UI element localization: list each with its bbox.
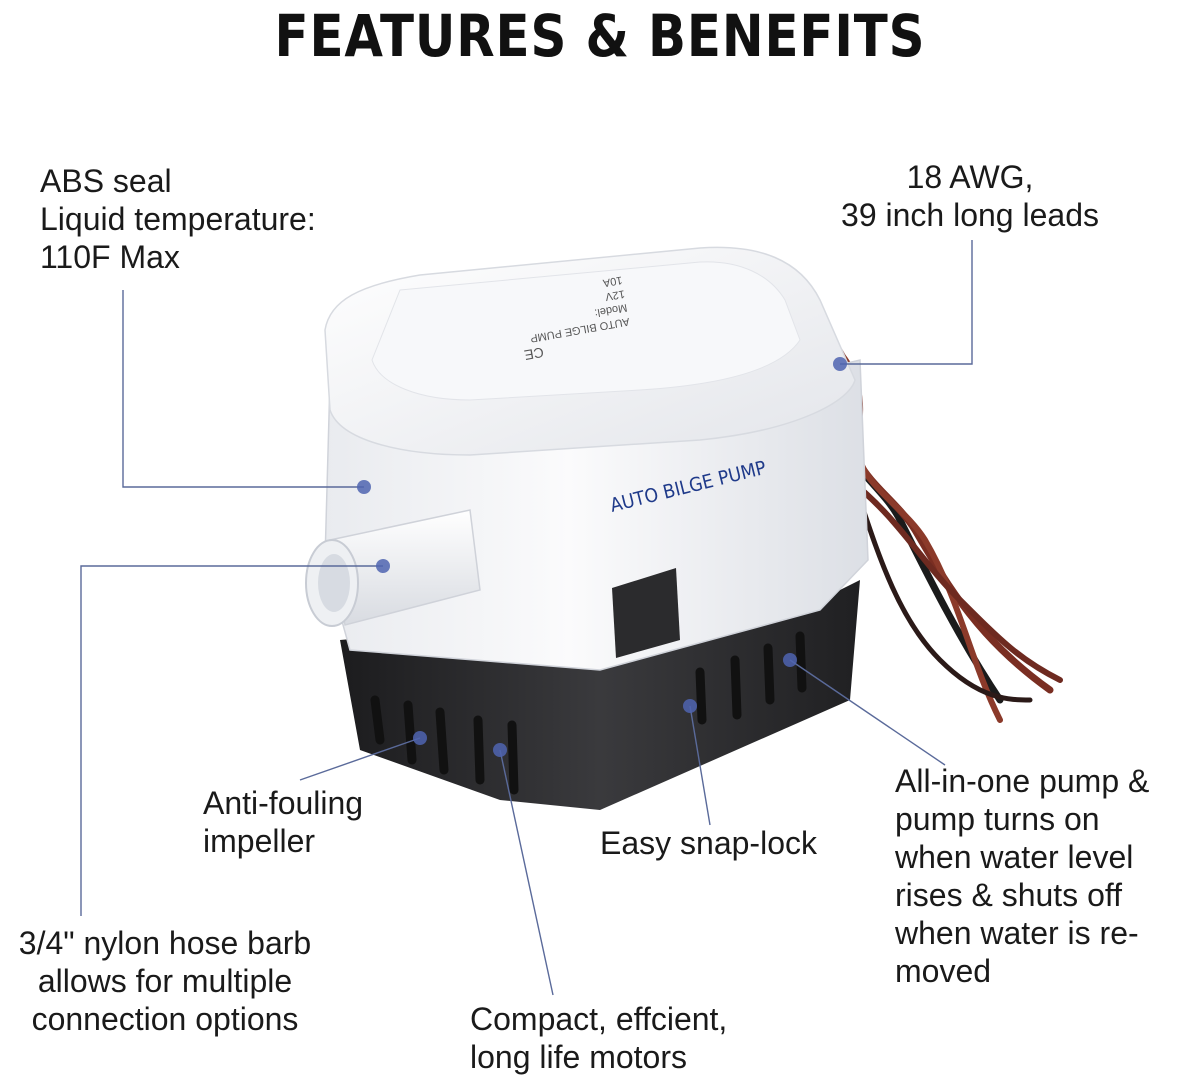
leader-leads [840,240,973,365]
snap-lock-tab [612,568,680,658]
hose-barb [305,509,481,627]
svg-text:12V: 12V [604,287,626,302]
leader-lines [80,240,973,996]
callout-line: Anti-fouling [203,785,364,821]
callout-line: allows for multiple [37,963,293,999]
callout-line: rises & shuts off [895,877,1123,913]
callout-dots [357,357,847,757]
callout-snap-lock: Easy snap-lock [600,824,817,862]
svg-text:CE: CE [523,344,545,363]
callout-line: when water is re- [895,915,1139,951]
leader-auto-switch [789,659,946,766]
callout-line: impeller [203,823,316,859]
leader-abs-seal [122,290,364,488]
svg-text:10A: 10A [601,274,623,289]
callout-line: Easy snap-lock [600,825,817,861]
svg-text:Model:: Model: [593,301,628,319]
callout-abs-seal: ABS seal Liquid temperature: 110F Max [40,162,316,276]
callout-line: Compact, effcient, [470,1001,728,1037]
base-vents [370,631,807,795]
callout-line: when water level [895,839,1134,875]
callout-impeller: Anti-fouling impeller [203,784,363,860]
callout-motors: Compact, effcient, long life motors [470,1000,727,1076]
callout-line: pump turns on [895,801,1100,837]
callout-auto-switch: All-in-one pump & pump turns on when wat… [895,762,1149,990]
page-title: FEATURES & BENEFITS [274,2,926,70]
callout-line: connection options [31,1001,299,1037]
leader-snap-lock [689,705,711,826]
callout-line: ABS seal [40,163,172,199]
leader-motors [499,749,554,996]
callout-line: 18 AWG, [906,159,1034,195]
callout-hose-barb: 3/4" nylon hose barb allows for multiple… [0,924,330,1038]
callout-line: 39 inch long leads [841,197,1099,233]
callout-line: All-in-one pump & [895,763,1150,799]
callout-line: long life motors [470,1039,687,1075]
callout-line: moved [895,953,992,989]
leader-hose-barb [80,565,383,916]
callout-line: 3/4" nylon hose barb [18,925,312,961]
callout-leads: 18 AWG, 39 inch long leads [830,158,1110,234]
leader-impeller [299,737,421,781]
callout-line: 110F Max [40,239,180,275]
callout-line: Liquid temperature: [40,201,316,237]
